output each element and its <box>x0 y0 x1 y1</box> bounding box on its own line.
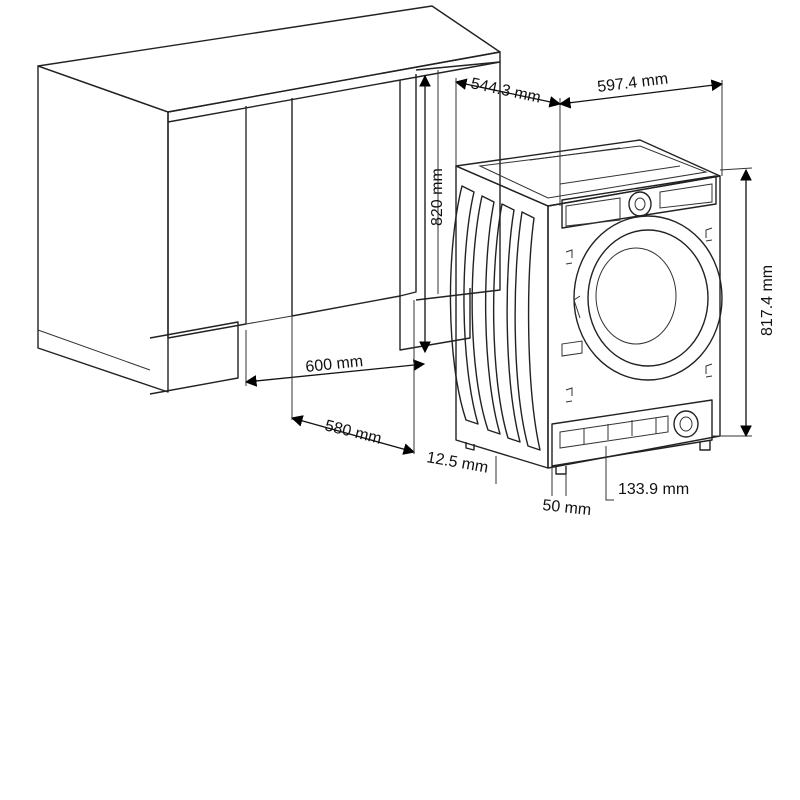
label-cabinet-height: 820 mm <box>429 168 446 226</box>
plinth-vents <box>559 340 669 449</box>
dimline-depth-top <box>454 78 562 108</box>
label-cabinet-width: 600 mm <box>305 353 364 376</box>
detergent-drawer <box>565 197 621 227</box>
countertop-front-edge <box>167 51 501 123</box>
door-hinge <box>573 295 581 319</box>
machine-plinth <box>551 399 713 467</box>
foot-right <box>699 440 711 451</box>
dimline-cabinet-width <box>244 359 426 387</box>
door-glass <box>587 229 709 367</box>
dimension-labels: 544.3 mm 597.4 mm 820 mm 817.4 mm 600 mm… <box>305 70 776 519</box>
cabinet-left-partition <box>167 106 247 339</box>
foot-left <box>555 466 567 475</box>
kitchen-cabinet <box>37 5 501 395</box>
label-machine-height: 817.4 mm <box>759 265 776 336</box>
label-cabinet-depth: 580 mm <box>323 417 383 447</box>
leader-plinth-height <box>605 446 614 501</box>
drum-opening <box>595 247 677 345</box>
label-plinth-height: 133.9 mm <box>618 481 689 498</box>
cabinet-left-panel <box>37 65 169 393</box>
drain-filter <box>673 410 699 438</box>
machine-front <box>547 175 721 469</box>
label-plinth-recess: 50 mm <box>542 497 592 519</box>
display-panel <box>659 183 713 209</box>
control-panel <box>561 175 717 229</box>
dimline-width-top <box>558 79 724 109</box>
dimension-lines <box>244 74 753 501</box>
label-foot-offset: 12.5 mm <box>425 449 489 477</box>
countertop-top <box>37 5 501 113</box>
cabinet-plinth-right <box>399 288 471 351</box>
door-ring <box>573 215 723 381</box>
machine-side-ribs <box>449 185 541 451</box>
mounting-brackets <box>565 227 713 403</box>
program-knob <box>628 191 652 217</box>
washing-machine <box>449 139 723 475</box>
cabinet-back-wall <box>291 80 401 317</box>
cabinet-right-partition <box>399 74 417 297</box>
cabinet-plinth-left <box>149 321 239 395</box>
dimline-cabinet-depth <box>290 415 416 455</box>
label-depth-top: 544.3 mm <box>469 75 542 106</box>
